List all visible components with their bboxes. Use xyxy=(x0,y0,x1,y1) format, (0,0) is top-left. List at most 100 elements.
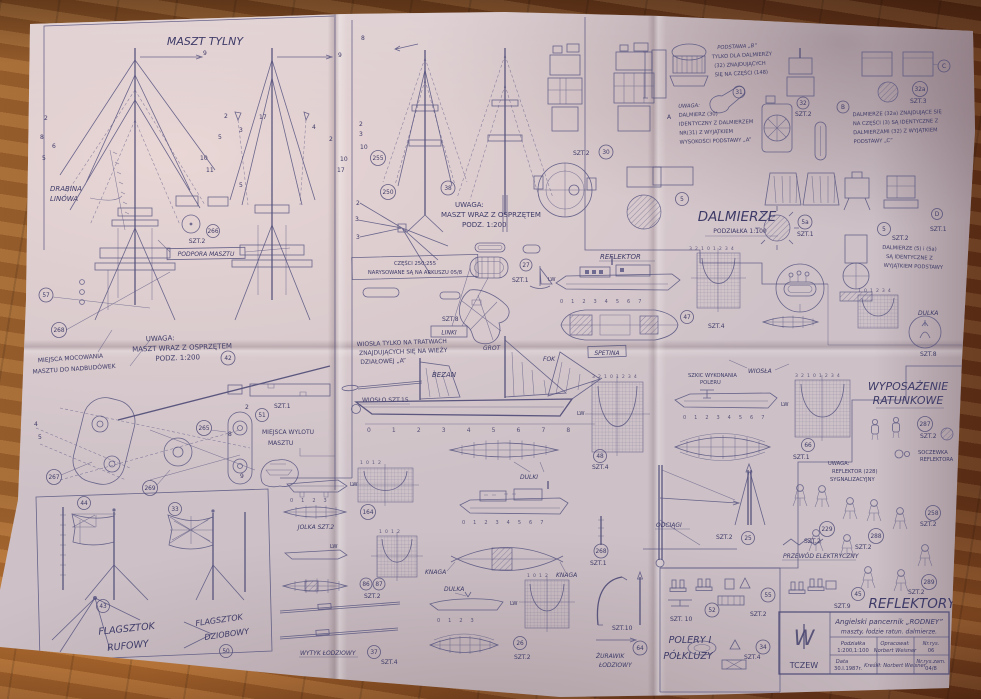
tower-drawing-3: A xyxy=(643,49,672,121)
fok-label: FOK xyxy=(543,356,556,363)
svg-text:C: C xyxy=(942,64,946,70)
svg-text:17: 17 xyxy=(259,114,267,121)
qty-label: SZT.2 xyxy=(795,111,812,118)
spetina-label-box: SPETINA xyxy=(587,344,627,359)
section-sailboat: BEZAN GROT FOK 0 1 2 3 4 5 6 7 8 xyxy=(351,336,603,434)
part-number-287: 287 xyxy=(917,416,933,432)
svg-text:44: 44 xyxy=(80,501,88,507)
svg-text:POLERU: POLERU xyxy=(700,380,721,386)
svg-text:52: 52 xyxy=(708,608,716,614)
dinghy-cross-section-grid: 1 0 1 2 xyxy=(371,529,423,581)
svg-text:Data: Data xyxy=(836,659,848,665)
svg-text:5: 5 xyxy=(239,182,243,189)
part-number-37: 37 xyxy=(367,645,381,659)
qty-label: SZT.9 xyxy=(834,603,851,610)
searchlight-icon xyxy=(814,485,830,508)
flagstaff-stern-title: FLAGSZTOK RUFOWY xyxy=(98,621,156,654)
svg-text:2: 2 xyxy=(356,200,360,207)
svg-text:9: 9 xyxy=(240,473,244,480)
uwaga-dalmierz-note: UWAGA: DALMIERZ (30) IDENTYCZNY Z DALMIE… xyxy=(678,103,753,146)
svg-text:UWAGA:: UWAGA: xyxy=(455,201,484,209)
svg-text:04/8: 04/8 xyxy=(925,666,937,672)
svg-text:10: 10 xyxy=(340,156,348,163)
hatched-circle-part xyxy=(877,81,899,103)
part-number-48: 48 xyxy=(593,449,607,463)
zurawik-label: ŻURAWIK xyxy=(595,653,625,660)
svg-text:255: 255 xyxy=(372,156,383,162)
miejsca-mocowania-note: MIEJSCA MOCOWANIA MASZTU DO NADBUDÓWEK xyxy=(32,353,116,376)
svg-text:LW: LW xyxy=(577,411,585,417)
svg-text:229: 229 xyxy=(821,527,832,533)
section-rafts: 27 SZT.1 SZT.8 LINKI WIOSŁA TYLKO NA TRA… xyxy=(341,242,541,405)
part-number-269: 269 xyxy=(142,480,158,496)
svg-text:8: 8 xyxy=(40,134,44,141)
section-searchlights: 229 SZT.2 288 SZT.2 258 SZT.2 289 SZT.2 … xyxy=(782,484,957,612)
part-number-268b: 268 xyxy=(593,543,609,559)
bollard-icon xyxy=(669,579,687,592)
svg-text:WYJĄTKIEM PODSTAWY: WYJĄTKIEM PODSTAWY xyxy=(884,263,944,271)
searchlight-icon xyxy=(917,544,933,567)
part-number-5a: 5a xyxy=(797,214,813,230)
section-middle-masts: 8 2 3 10 255 250 38 2 3 3 UWAGA: MASZT W… xyxy=(351,35,554,281)
tower-drawing-2 xyxy=(613,42,655,132)
part-number-258: 258 xyxy=(925,505,941,521)
svg-text:FLAGSZTOK: FLAGSZTOK xyxy=(98,621,156,638)
qty-label: SZT.2 xyxy=(908,589,925,596)
svg-text:48: 48 xyxy=(596,454,604,460)
part-number-250: 250 xyxy=(380,184,396,200)
svg-text:2: 2 xyxy=(359,121,363,128)
podstawa-c-squares: C xyxy=(861,51,951,77)
part-number-32: 32 xyxy=(796,96,810,110)
czesci-note-box: CZĘŚCI 250;255 NARYSOWANE SĄ NA ARKUSZU … xyxy=(351,253,479,281)
part-number-38: 38 xyxy=(440,180,456,196)
sail-fok xyxy=(547,351,601,397)
svg-text:66: 66 xyxy=(804,443,812,449)
svg-text:42: 42 xyxy=(224,356,232,362)
svg-text:2: 2 xyxy=(44,115,48,122)
uwaga-maszt-note-left: UWAGA: MASZT WRAZ Z OSPRZĘTEM PODZ. 1:20… xyxy=(132,334,232,363)
qty-label: SZT.1 xyxy=(274,403,291,410)
hatched-circle-part xyxy=(626,194,662,230)
part-number-27: 27 xyxy=(519,258,533,272)
svg-text:SIĘ NA CZĘŚCI (148): SIĘ NA CZĘŚCI (148) xyxy=(715,69,769,79)
part-number-31: 31 xyxy=(732,85,746,99)
qty-label: SZT.4 xyxy=(708,323,725,330)
svg-text:MASZTU: MASZTU xyxy=(268,440,293,447)
ship-subtitle: maszty, łodzie ratun. dalmierze. xyxy=(841,629,937,636)
part-number-32a: 32a xyxy=(912,81,928,97)
searchlight-icon xyxy=(860,566,876,589)
svg-text:06: 06 xyxy=(928,648,935,654)
svg-text:50: 50 xyxy=(222,649,230,655)
svg-text:WYSOKOŚCI PODSTAWY „A”: WYSOKOŚCI PODSTAWY „A” xyxy=(679,136,751,146)
part-number-265: 265 xyxy=(196,420,212,436)
svg-text:3: 3 xyxy=(239,127,243,134)
sail-grot xyxy=(504,339,567,398)
town-label: TCZEW xyxy=(789,661,819,670)
svg-text:17: 17 xyxy=(337,167,345,174)
dome-rangefinder xyxy=(669,43,709,87)
jolka-label: JOLKA SZT.2 xyxy=(297,524,335,531)
section-title: POLERY I xyxy=(669,635,712,646)
svg-text:258: 258 xyxy=(927,511,938,517)
svg-text:1 0 1 2 3 4: 1 0 1 2 3 4 xyxy=(858,288,892,294)
svg-text:RUFOWY: RUFOWY xyxy=(107,638,151,653)
qty-label: SZT.1 xyxy=(590,560,607,567)
jolka-cluster: 0 1 2 3 LW 1 0 1 2 164 JOLKA SZT.2 xyxy=(282,460,419,531)
svg-text:269: 269 xyxy=(144,486,155,492)
qty-label: SZT.10 xyxy=(612,625,633,632)
svg-text:LW: LW xyxy=(510,601,518,607)
svg-text:A: A xyxy=(667,114,672,121)
searchlight-icon xyxy=(866,499,882,522)
dulki-label: DULKI xyxy=(520,474,538,481)
svg-text:87: 87 xyxy=(375,582,383,588)
bollard-icon xyxy=(695,578,713,591)
qty-label: SZT.4 xyxy=(744,654,761,661)
svg-text:5: 5 xyxy=(680,197,684,203)
svg-text:Nr.rys.: Nr.rys. xyxy=(923,641,940,647)
pointing-hand-sketch: 31 xyxy=(709,85,746,114)
svg-text:31: 31 xyxy=(735,90,743,96)
svg-text:LW: LW xyxy=(781,402,789,408)
qty-label: SZT.2 xyxy=(855,544,872,551)
svg-text:3: 3 xyxy=(356,234,360,241)
dalmierze-32a-note: DALMIERZE (32a) ZNAJDUJĄCE SIĘ NA CZĘŚCI… xyxy=(853,109,942,145)
